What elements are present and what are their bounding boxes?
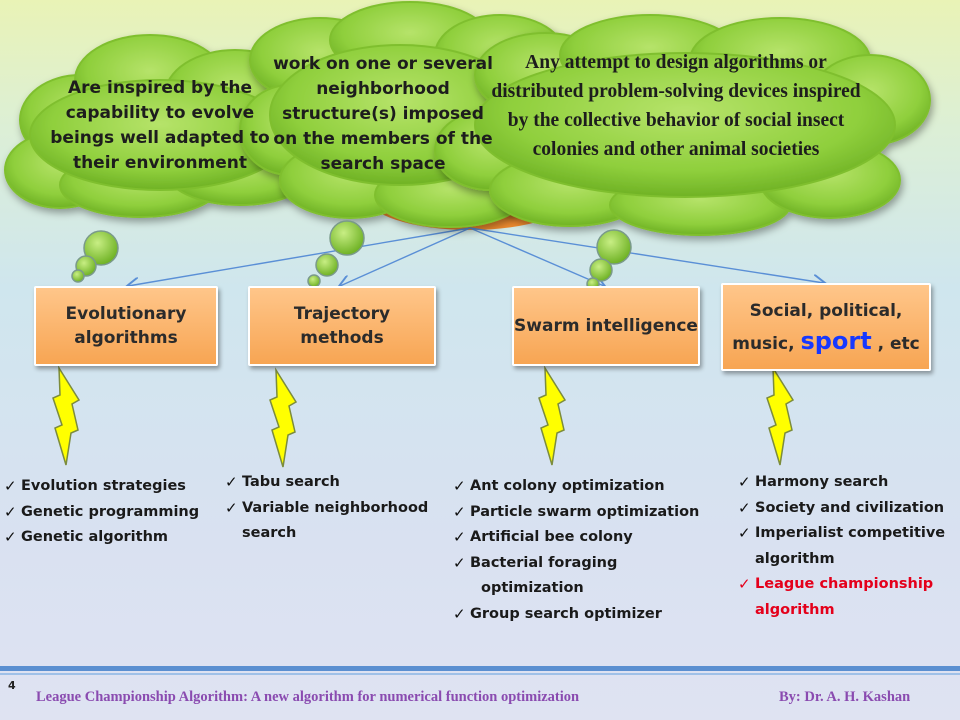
- category-label: Social, political, music, sport , etc: [723, 296, 929, 359]
- list-item-continuation: algorithm: [738, 547, 960, 573]
- list-item: ✓Particle swarm optimization: [453, 500, 723, 526]
- list-item-text: Ant colony optimization: [470, 478, 665, 494]
- lightning-bolt-icon: [269, 367, 298, 468]
- thought-bubble: [83, 230, 119, 266]
- arrow-icon: [128, 227, 471, 286]
- check-icon: ✓: [738, 473, 751, 491]
- list-item: ✓Artificial bee colony: [453, 525, 723, 551]
- connector-arrows: [128, 227, 824, 286]
- cloud-text-trajectory: work on one or several neighborhood stru…: [268, 52, 498, 177]
- list-item: ✓Variable neighborhood: [225, 496, 455, 522]
- check-icon: ✓: [738, 575, 751, 593]
- arrow-icon: [340, 227, 471, 286]
- check-icon: ✓: [453, 553, 466, 572]
- list-item: ✓Bacterial foraging: [453, 551, 723, 577]
- check-icon: ✓: [4, 477, 17, 495]
- list-item-text: search: [242, 525, 297, 541]
- thought-bubbles: [71, 220, 632, 291]
- check-icon: ✓: [453, 477, 466, 495]
- list-item-text: Society and civilization: [755, 499, 945, 516]
- list-item-text: Harmony search: [755, 474, 889, 490]
- cloud-text-content: Are inspired by the capability to evolve…: [50, 78, 270, 173]
- footer-author: By: Dr. A. H. Kashan: [779, 689, 911, 705]
- list-item-continuation: algorithm: [738, 598, 960, 624]
- check-icon: ✓: [225, 498, 238, 517]
- thought-bubble: [315, 253, 339, 277]
- check-icon: ✓: [225, 473, 238, 491]
- list-item-text: Tabu search: [242, 474, 340, 490]
- category-label: Evolutionary algorithms: [65, 304, 187, 348]
- category-trajectory-methods: Trajectory methods: [248, 286, 436, 366]
- cloud-text-evolutionary: Are inspired by the capability to evolve…: [40, 76, 280, 176]
- lightning-bolts: [52, 365, 795, 468]
- list-item-continuation: search: [225, 521, 455, 547]
- category-label-highlight: sport: [800, 326, 872, 355]
- list-item-text: Variable neighborhood: [242, 499, 429, 516]
- footer-divider: [0, 666, 960, 671]
- category-label: Trajectory methods: [293, 304, 391, 348]
- category-evolutionary-algorithms: Evolutionary algorithms: [34, 286, 218, 366]
- list-item-text: Imperialist competitive: [755, 525, 946, 541]
- check-icon: ✓: [738, 498, 751, 517]
- category-label: Swarm intelligence: [514, 316, 698, 336]
- thought-bubble: [596, 229, 632, 265]
- list-item-text: Particle swarm optimization: [470, 503, 700, 520]
- list-item-text: Bacterial foraging: [470, 554, 618, 571]
- list-evolutionary: ✓Evolution strategies ✓Genetic programmi…: [4, 474, 234, 551]
- category-label-prefix: Social, political, music,: [732, 300, 903, 354]
- thought-bubble: [589, 258, 613, 282]
- thought-bubble: [71, 269, 85, 283]
- arrow-icon: [469, 227, 824, 283]
- list-item-highlight: ✓League championship: [738, 572, 960, 598]
- lightning-bolt-icon: [52, 365, 81, 466]
- list-item-text: algorithm: [755, 601, 835, 618]
- list-item: ✓Genetic algorithm: [4, 525, 234, 551]
- check-icon: ✓: [453, 528, 466, 546]
- lightning-bolt-icon: [766, 365, 795, 466]
- list-item-text: League championship: [755, 576, 934, 592]
- list-swarm: ✓Ant colony optimization ✓Particle swarm…: [453, 474, 723, 627]
- check-icon: ✓: [738, 524, 751, 542]
- category-social-political: Social, political, music, sport , etc: [721, 283, 931, 371]
- list-item-text: Genetic algorithm: [21, 529, 169, 545]
- list-item-text: Group search optimizer: [470, 605, 662, 622]
- list-item-text: Evolution strategies: [21, 478, 186, 494]
- list-item-continuation: optimization: [453, 576, 723, 602]
- cloud-text-content: Any attempt to design algorithms or dist…: [491, 52, 861, 160]
- list-item: ✓Imperialist competitive: [738, 521, 960, 547]
- list-item: ✓Society and civilization: [738, 496, 960, 522]
- footer-title: League Championship Algorithm: A new alg…: [36, 689, 580, 705]
- cloud-text-swarm: Any attempt to design algorithms or dist…: [490, 48, 862, 164]
- cloud-text-content: work on one or several neighborhood stru…: [273, 54, 493, 174]
- list-item: ✓Evolution strategies: [4, 474, 234, 500]
- check-icon: ✓: [453, 604, 466, 623]
- thought-bubble: [329, 220, 365, 256]
- cloud-swarm: [434, 14, 931, 236]
- category-label-suffix: , etc: [871, 333, 920, 354]
- arrow-icon: [469, 227, 604, 286]
- list-item: ✓Group search optimizer: [453, 602, 723, 628]
- list-item-text: Genetic programming: [21, 503, 200, 520]
- page-number: 4: [8, 679, 16, 692]
- list-item: ✓Tabu search: [225, 470, 455, 496]
- list-item-text: optimization: [481, 580, 584, 596]
- list-social: ✓Harmony search ✓Society and civilizatio…: [738, 470, 960, 623]
- list-item-text: Artificial bee colony: [470, 529, 633, 545]
- check-icon: ✓: [453, 502, 466, 521]
- footer-divider-secondary: [0, 673, 960, 675]
- lightning-bolt-icon: [538, 365, 567, 466]
- check-icon: ✓: [4, 502, 17, 521]
- list-item: ✓Ant colony optimization: [453, 474, 723, 500]
- list-trajectory: ✓Tabu search ✓Variable neighborhood sear…: [225, 470, 455, 547]
- list-item-text: algorithm: [755, 550, 835, 567]
- check-icon: ✓: [4, 528, 17, 546]
- category-swarm-intelligence: Swarm intelligence: [512, 286, 700, 366]
- list-item: ✓Harmony search: [738, 470, 960, 496]
- list-item: ✓Genetic programming: [4, 500, 234, 526]
